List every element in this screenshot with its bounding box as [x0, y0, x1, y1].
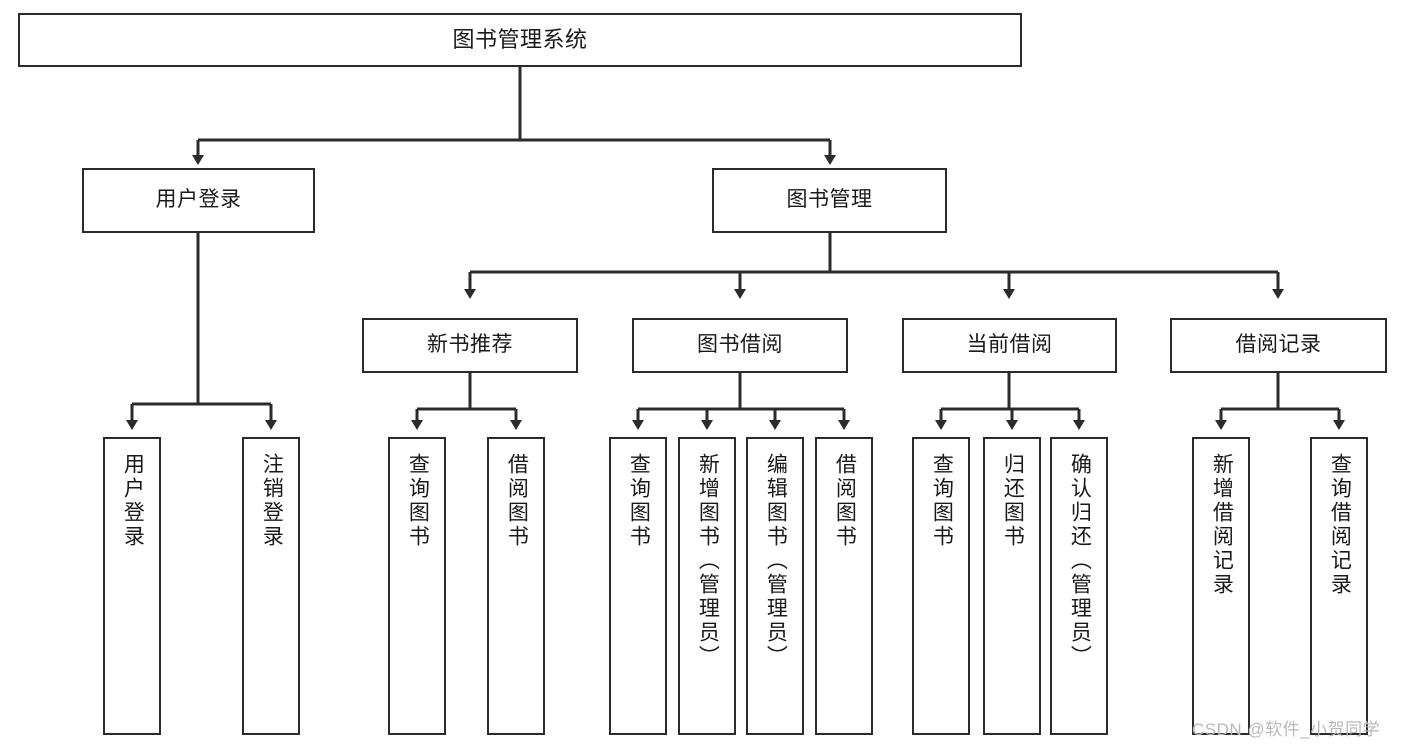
node-leaf-query-record[interactable]: 查询借阅记录 [1310, 437, 1368, 735]
node-leaf-return-book[interactable]: 归还图书 [983, 437, 1041, 735]
node-leaf-confirm-return[interactable]: 确认归还（管理员） [1050, 437, 1108, 735]
node-root-system[interactable]: 图书管理系统 [18, 13, 1022, 67]
node-book-borrow[interactable]: 图书借阅 [632, 318, 848, 373]
edge-group-new-book-recommend [411, 373, 522, 430]
node-label: 图书管理 [786, 188, 873, 212]
node-label: 查询图书 [406, 453, 430, 549]
csdn-watermark: CSDN @软件_小贺同学 [1192, 720, 1381, 739]
node-label: 查询图书 [930, 453, 954, 549]
node-leaf-query-book-2[interactable]: 查询图书 [609, 437, 667, 735]
node-leaf-add-book[interactable]: 新增图书（管理员） [678, 437, 736, 735]
node-leaf-add-record[interactable]: 新增借阅记录 [1192, 437, 1250, 735]
node-leaf-borrow-book-2[interactable]: 借阅图书 [815, 437, 873, 735]
edge-group-book-borrow [632, 373, 850, 430]
node-label: 查询图书 [627, 453, 651, 549]
node-label: 借阅记录 [1235, 333, 1322, 357]
node-label: 用户登录 [155, 188, 242, 212]
node-label: 归还图书 [1001, 453, 1025, 549]
node-label: 新书推荐 [427, 333, 513, 357]
node-leaf-borrow-book-1[interactable]: 借阅图书 [487, 437, 545, 735]
node-label: 编辑图书（管理员） [764, 453, 788, 669]
node-label: 用户登录 [121, 453, 145, 549]
node-new-book-recommend[interactable]: 新书推荐 [362, 318, 578, 373]
node-label: 图书借阅 [697, 333, 783, 357]
node-label: 新增借阅记录 [1210, 453, 1234, 597]
edge-group-root [192, 67, 836, 165]
node-label: 当前借阅 [966, 333, 1053, 357]
node-leaf-query-book-3[interactable]: 查询图书 [912, 437, 970, 735]
edge-group-book-manage [464, 233, 1284, 299]
node-user-login[interactable]: 用户登录 [82, 168, 315, 233]
edge-group-borrow-record [1215, 373, 1345, 430]
node-label: 注销登录 [260, 453, 284, 549]
edge-group-user-login [126, 233, 277, 430]
node-label: 新增图书（管理员） [696, 453, 720, 669]
node-label: 借阅图书 [833, 453, 857, 549]
node-label: 确认归还（管理员） [1068, 453, 1092, 669]
node-leaf-user-login[interactable]: 用户登录 [103, 437, 161, 735]
node-label: 查询借阅记录 [1328, 453, 1352, 597]
node-leaf-edit-book[interactable]: 编辑图书（管理员） [746, 437, 804, 735]
node-borrow-record[interactable]: 借阅记录 [1170, 318, 1387, 373]
node-label: 借阅图书 [505, 453, 529, 549]
node-leaf-query-book-1[interactable]: 查询图书 [388, 437, 446, 735]
node-book-manage[interactable]: 图书管理 [712, 168, 947, 233]
node-current-borrow[interactable]: 当前借阅 [902, 318, 1117, 373]
node-label: 图书管理系统 [452, 27, 588, 53]
edge-group-current-borrow [935, 373, 1085, 430]
node-leaf-logout[interactable]: 注销登录 [242, 437, 300, 735]
